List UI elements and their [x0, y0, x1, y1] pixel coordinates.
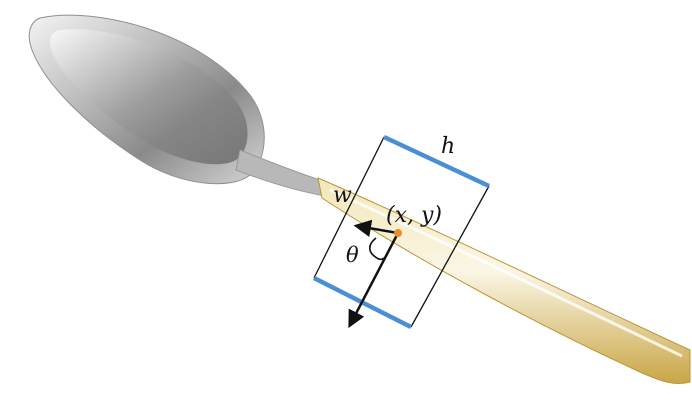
gripper-plate-top — [383, 134, 490, 189]
spoon-neck — [235, 149, 326, 197]
orientation-indicator — [348, 219, 402, 329]
spoon-bowl-inner — [50, 29, 248, 165]
grasp-axis-arrow — [348, 232, 400, 329]
center-label: (x, y) — [386, 203, 442, 228]
reference-arrow — [353, 219, 399, 237]
rect-edge-right — [410, 185, 490, 328]
rect-edge-left — [313, 136, 385, 279]
spoon-handle — [317, 177, 691, 385]
spoon-handle-highlight — [329, 188, 683, 358]
width-label: w — [333, 183, 352, 208]
center-point — [394, 229, 402, 237]
angle-label: θ — [346, 243, 359, 267]
spoon-image — [28, 14, 691, 385]
angle-arc — [368, 237, 385, 261]
height-label: h — [441, 134, 455, 159]
